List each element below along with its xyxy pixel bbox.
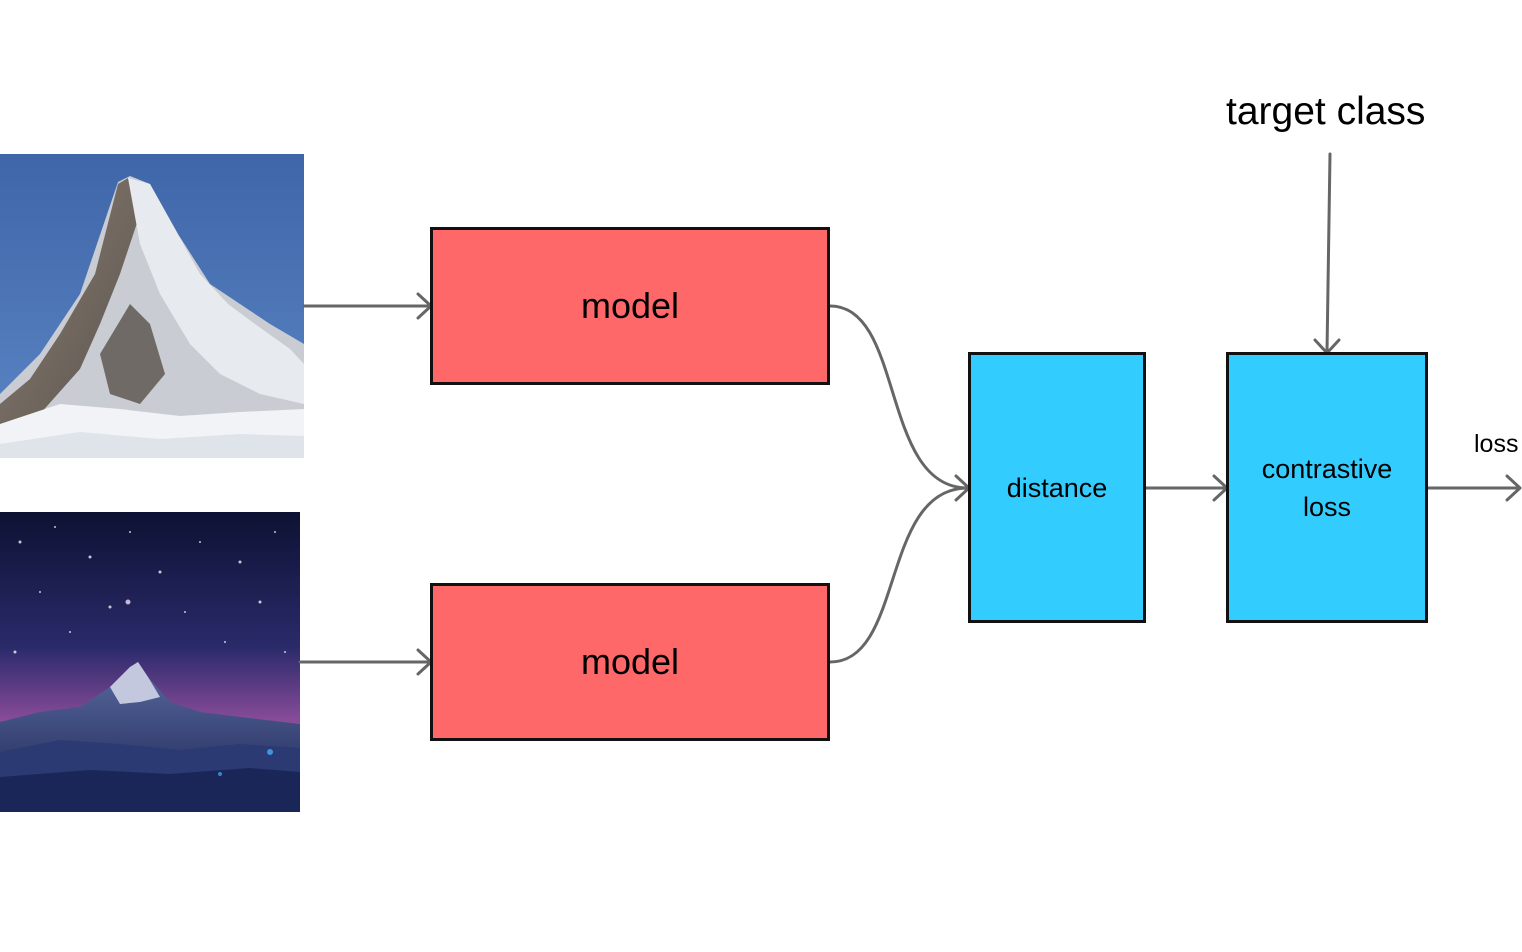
arrowhead-loss-output <box>1505 474 1522 502</box>
loss-output-label: loss <box>1474 430 1519 458</box>
arrow-model-top-to-distance <box>828 304 970 490</box>
model-bottom-label: model <box>580 641 680 682</box>
contrastive-loss-label-line1: contrastive <box>1261 453 1393 484</box>
distance-block: distance <box>968 352 1146 623</box>
contrastive-loss-block: contrastive loss <box>1226 352 1428 623</box>
arrow-target-to-loss-block <box>1325 152 1332 354</box>
contrastive-loss-label-line2: loss <box>1302 491 1351 522</box>
mountain-day-image <box>0 154 304 458</box>
mountain-night-image <box>0 512 300 812</box>
target-class-label: target class <box>1226 90 1426 133</box>
model-block-bottom: model <box>430 583 830 741</box>
model-top-label: model <box>580 285 680 326</box>
model-block-top: model <box>430 227 830 385</box>
distance-label: distance <box>1006 472 1108 503</box>
arrow-model-bottom-to-distance <box>828 486 970 664</box>
